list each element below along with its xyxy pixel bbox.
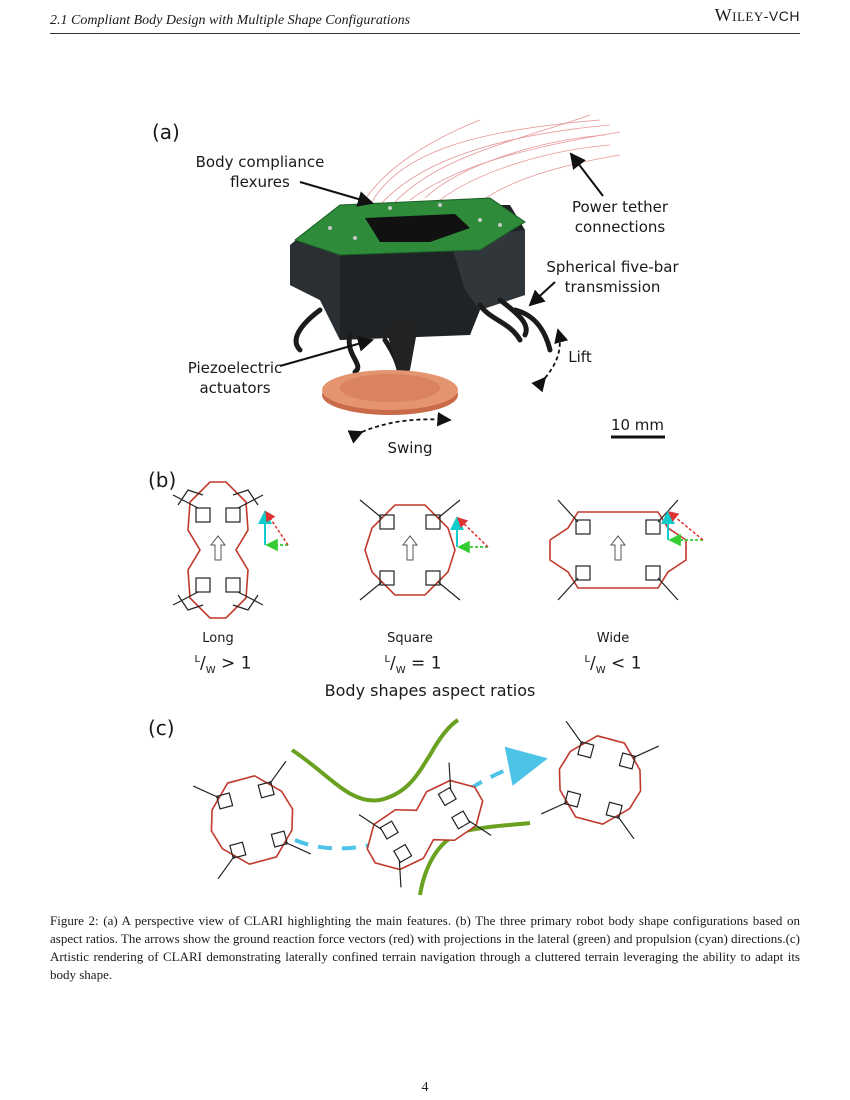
ratio-wide: L/W < 1 xyxy=(584,653,642,677)
terrain-obstacle-upper xyxy=(290,718,460,803)
publisher-logo: Wiley-VCH xyxy=(715,5,800,26)
arrow-spherical xyxy=(528,281,556,307)
label-spherical-line2: transmission xyxy=(564,278,661,296)
arrow-lift xyxy=(531,328,569,393)
shape-label-long: Long xyxy=(202,631,234,646)
robot-photo xyxy=(290,114,621,415)
panel-b-title: Body shapes aspect ratios xyxy=(324,681,536,700)
label-spherical-line1: Spherical five-bar xyxy=(546,258,679,276)
panel-a-arrows xyxy=(279,152,665,444)
label-piezo-line2: actuators xyxy=(199,379,271,397)
arrow-piezo xyxy=(279,336,374,367)
page-number: 4 xyxy=(421,1080,429,1095)
label-body-compliance-line1: Body compliance xyxy=(195,153,325,171)
ratio-square-L: L xyxy=(384,654,391,665)
ratio-wide-L: L xyxy=(584,654,591,665)
label-power-tether-line2: connections xyxy=(574,218,666,236)
label-body-compliance-line2: flexures xyxy=(230,173,290,191)
label-power-tether: Power tether connections xyxy=(555,197,685,237)
ratio-long-W: W xyxy=(205,665,216,677)
robot-long-config xyxy=(358,762,492,888)
shape-long-diagram xyxy=(172,481,289,619)
robot-final-config xyxy=(540,720,660,840)
label-spherical-five-bar: Spherical five-bar transmission xyxy=(530,257,695,297)
label-lift: Lift xyxy=(568,348,592,366)
ratio-square: L/W = 1 xyxy=(384,653,442,677)
label-piezo-line1: Piezoelectric xyxy=(187,359,283,377)
ratio-wide-W: W xyxy=(595,665,606,677)
publisher-logo-sub: -VCH xyxy=(763,8,800,24)
panel-b-label: (b) xyxy=(148,468,177,492)
arrow-swing xyxy=(347,411,452,444)
power-tether-wires xyxy=(359,114,621,209)
panel-b-shapes xyxy=(172,481,704,619)
shape-label-wide: Wide xyxy=(596,631,630,646)
ratio-wide-op: < 1 xyxy=(605,653,642,674)
panel-a-label: (a) xyxy=(152,120,180,144)
penny-coin xyxy=(322,370,458,415)
running-header-section: 2.1 Compliant Body Design with Multiple … xyxy=(50,13,411,28)
ratio-long-L: L xyxy=(194,654,201,665)
robot-square-config xyxy=(192,760,312,880)
label-piezo-actuators: Piezoelectric actuators xyxy=(170,358,300,398)
shape-wide-diagram xyxy=(549,499,704,601)
figure-caption: Figure 2: (a) A perspective view of CLAR… xyxy=(50,913,800,982)
ratio-long-op: > 1 xyxy=(215,653,252,674)
panel-c-navigation xyxy=(192,718,660,896)
shape-label-square: Square xyxy=(387,631,433,646)
header-rule xyxy=(50,33,800,34)
ratio-square-W: W xyxy=(395,665,406,677)
ratio-long: L/W > 1 xyxy=(194,653,252,677)
publisher-logo-main: Wiley xyxy=(714,5,764,25)
arrow-power-tether xyxy=(569,152,604,197)
label-scale-bar: 10 mm xyxy=(610,416,665,434)
shape-square-diagram xyxy=(359,499,489,601)
arrow-body-compliance xyxy=(299,181,374,207)
ratio-square-op: = 1 xyxy=(405,653,442,674)
robot-body xyxy=(290,197,553,381)
label-power-tether-line1: Power tether xyxy=(571,198,668,216)
panel-c-label: (c) xyxy=(148,716,175,740)
label-body-compliance: Body compliance flexures xyxy=(185,152,335,192)
